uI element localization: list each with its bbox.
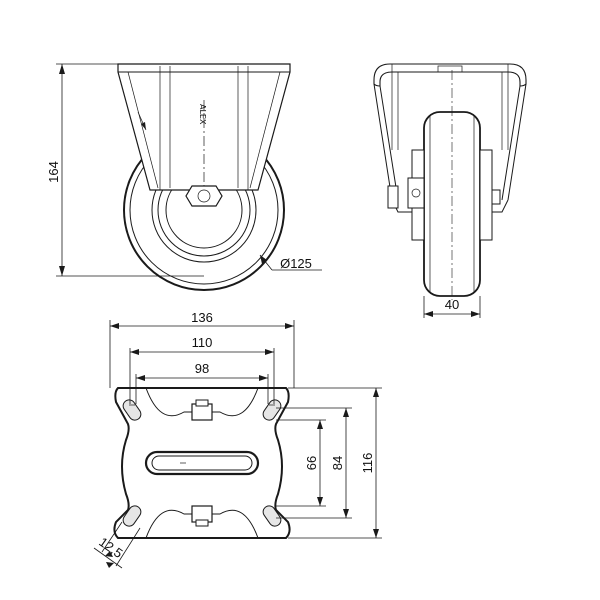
hole-spacing-66-label: 66 <box>304 456 319 470</box>
brand-logo: ALEX <box>198 104 207 125</box>
hole-spacing-outer-label: 110 <box>192 335 213 350</box>
plate-length-label: 136 <box>191 310 213 325</box>
wheel-width-label: 40 <box>445 297 459 312</box>
plate-view: 136 110 98 116 84 66 <box>93 310 382 569</box>
axle-nut <box>185 185 223 207</box>
wheel-diameter-label: Ø125 <box>280 256 312 271</box>
mount-hole-bl <box>122 505 142 527</box>
plate-width-label: 116 <box>360 453 375 474</box>
hole-spacing-84-label: 84 <box>330 456 345 470</box>
mount-hole-tl <box>122 399 142 421</box>
mount-hole-tr <box>262 399 282 421</box>
mount-hole-br <box>262 505 282 527</box>
hole-spacing-inner-label: 98 <box>195 361 209 376</box>
height-dim-label: 164 <box>46 161 61 183</box>
front-view: ALEX 164 Ø125 <box>46 63 322 291</box>
center-slot <box>144 450 260 476</box>
side-view: 40 <box>373 63 527 318</box>
